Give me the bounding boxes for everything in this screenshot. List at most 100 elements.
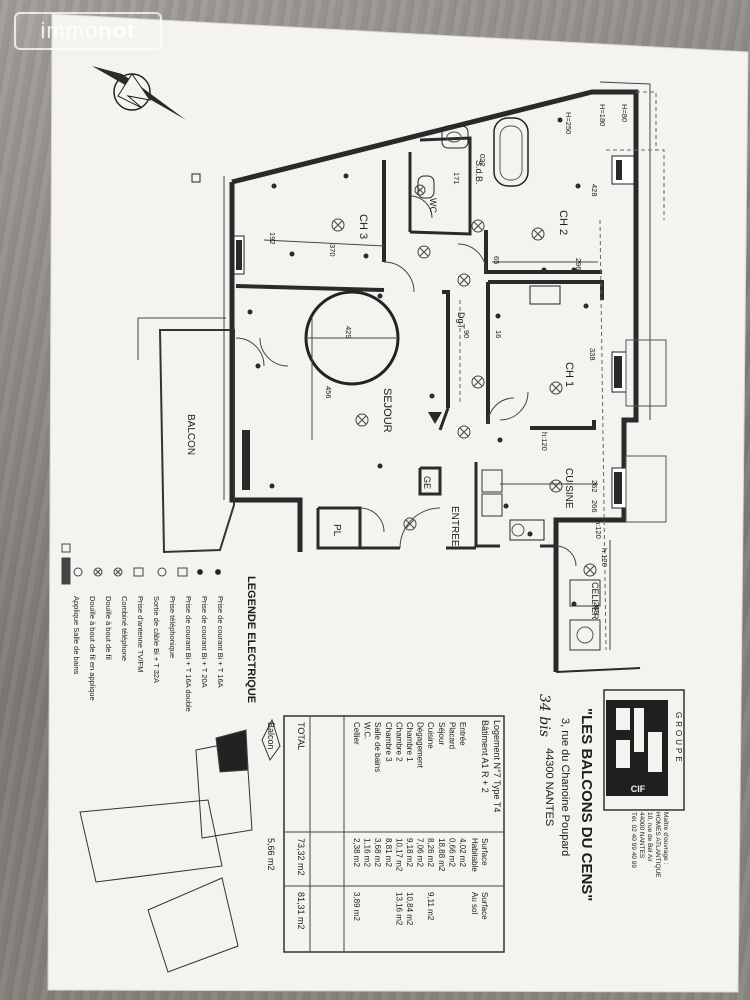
dim-429: 429 [344, 326, 353, 339]
dim-h80: H=80 [620, 104, 629, 122]
room-label-cellier: CELLIER [590, 582, 600, 620]
legend-symbols [61, 543, 221, 585]
table-row-sol: 13,16 m2 [394, 892, 403, 926]
room-label-wc: WC [428, 198, 438, 213]
dim-h180: H=180 [598, 104, 607, 126]
balcon-label: Balcon [266, 722, 276, 750]
project-address-2: 44300 NANTES [543, 748, 555, 826]
legend-item-2: Prise de courant Bi + T 20A [200, 596, 209, 688]
logo-group-label: GROUPE [674, 712, 683, 765]
room-label-cuisine: CUISINE [563, 468, 574, 509]
dim-296: 296 [574, 258, 583, 271]
maitre-line-4: 44000 NANTES [638, 812, 645, 859]
room-label-ch3: CH 3 [357, 214, 369, 239]
legend-item-10: Applique Salle de bains [72, 596, 81, 675]
table-row-name: Chambre 1 [405, 722, 414, 762]
legend-item-6: Prise d'antenne TV/FM [136, 596, 145, 672]
watermark-part-2: not [98, 18, 136, 43]
table-row-hab: 9,18 m2 [405, 838, 414, 867]
dim-370: 370 [328, 244, 337, 257]
room-labels: CH 3 CH 2 CH 1 S.d.B. WC DgT SEJOUR BALC… [185, 160, 600, 620]
legend-title: LEGENDE ELECTRIQUE [245, 576, 257, 703]
cif-logo: CIF [606, 700, 668, 796]
project-address-1: 3, rue du Chanoine Poupard [559, 718, 571, 856]
table-row-sol: 10,84 m2 [405, 892, 414, 926]
table-row-sol: 3,89 m2 [352, 892, 361, 921]
table-row-hab: 3,68 m2 [373, 838, 382, 867]
dim-h120-a: h:120 [540, 432, 549, 451]
table-row-name: Salle de bains [373, 722, 382, 772]
table-row-hab: 4,02 m2 [458, 838, 467, 867]
logo-text: CIF [631, 784, 646, 794]
col-sol-1: Surface [480, 892, 489, 920]
dim-456: 456 [324, 386, 333, 399]
electrical-light-symbols [191, 117, 597, 607]
table-row-hab: 10,17 m2 [394, 838, 403, 872]
project-name: "LES BALCONS DU CENS" [578, 708, 595, 901]
room-label-ch1: CH 1 [563, 362, 575, 387]
dim-90: 90 [462, 330, 471, 338]
dim-192: 192 [268, 232, 277, 245]
room-label-balcon: BALCON [185, 414, 196, 455]
north-arrow-icon [92, 66, 186, 120]
legend-item-8: Douille à bout de fil [104, 596, 113, 660]
sanitary-fixtures [417, 117, 601, 651]
table-row-name: Chambre 2 [394, 722, 403, 762]
dim-266: 266 [590, 500, 599, 513]
legend-item-4: Prise téléphonique [168, 596, 177, 658]
dim-65: 65 [492, 256, 501, 264]
dim-022: 022 [478, 154, 487, 167]
room-label-dgt: DgT [456, 312, 466, 330]
electrical-legend: LEGENDE ELECTRIQUE Prise de courant Bi +… [61, 543, 257, 712]
table-row-name: W.C. [363, 722, 372, 739]
col-sol-2: Au sol [470, 892, 479, 914]
table-row-name: Dégagement [416, 722, 425, 769]
maitre-line-5: Tél. 02 40 99 40 99 [630, 812, 637, 868]
door-swings [235, 195, 577, 567]
room-label-sejour: SEJOUR [381, 388, 393, 433]
table-row-hab: 8,81 m2 [384, 838, 393, 867]
site-plan-map [79, 718, 281, 973]
logement-label: Logement N°7 Type T4 [492, 720, 502, 812]
legend-item-3: Prise de courant Bi + T 16A double [184, 596, 193, 712]
watermark-part-1: immo [40, 18, 99, 43]
dim-16: 16 [494, 330, 503, 338]
total-sol: 81,31 m2 [296, 892, 306, 930]
table-row-name: Chambre 3 [384, 722, 393, 762]
dim-428: 428 [590, 184, 599, 197]
title-block: CIF GROUPE Maître d'ouvrage : HOMES ATLA… [536, 689, 685, 901]
table-row-hab: 18,88 m2 [437, 838, 446, 872]
legend-item-9: Douille à bout de fil en applique [88, 596, 97, 701]
dim-269: 269 [592, 602, 601, 615]
exterior-dashed-balcony [599, 91, 667, 651]
legend-item-7: Combiné téléphone [120, 596, 129, 661]
table-row-hab: 1,16 m2 [363, 838, 372, 867]
table-row-hab: 7,06 m2 [416, 838, 425, 867]
legend-item-5: Sortie de câble Bi + T 32A [152, 596, 161, 683]
table-row-hab: 0,66 m2 [447, 838, 456, 867]
room-label-sdb: S.d.B. [474, 160, 484, 185]
col-hab-1: Surface [480, 838, 489, 866]
total-hab: 73,32 m2 [296, 838, 306, 876]
dim-h120-b: h:120 [594, 520, 603, 539]
outer-walls [223, 81, 651, 673]
table-row-name: Séjour [437, 722, 446, 745]
table-row-name: Cuisine [426, 722, 435, 749]
dimension-labels: 370 296 429 456 90 16 65 192 262 266 269… [268, 104, 629, 615]
room-label-entree: ENTREE [449, 506, 460, 547]
room-label-ge: GE [422, 476, 432, 489]
room-label-ch2: CH 2 [557, 210, 569, 235]
table-row-name: Cellier [352, 722, 361, 745]
dim-171: 171 [452, 172, 461, 185]
dim-338: 338 [588, 348, 597, 361]
surface-table: Logement N°7 Type T4 Bâtiment A1 R + 2 S… [266, 715, 505, 953]
table-row-hab: 2,38 m2 [352, 838, 361, 867]
handwritten-note: 34 bis [536, 694, 552, 737]
dim-h120-c: h:120 [600, 548, 609, 567]
table-row-hab: 8,26 m2 [426, 838, 435, 867]
balcony-area [137, 317, 235, 554]
dimension-lines [263, 239, 611, 650]
dim-h250: H=250 [564, 112, 573, 134]
